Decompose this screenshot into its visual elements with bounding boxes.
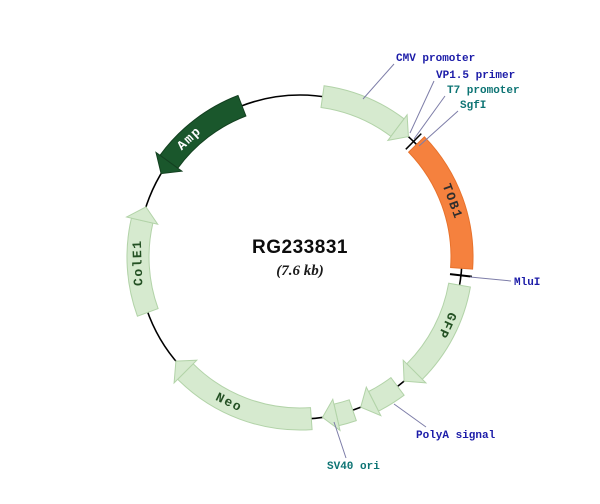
sgfi-site-tick (405, 133, 422, 150)
cmv-promoter-segment-arrowhead-icon (386, 113, 409, 142)
mlui-label: MluI (514, 277, 540, 289)
sgfi-label: SgfI (460, 100, 486, 112)
cole1-segment-label: ColE1 (130, 239, 147, 286)
plasmid-name: RG233831 (252, 237, 348, 258)
sv40-ori-segment-arrowhead-icon (321, 397, 341, 432)
t7-promoter-leader-line (413, 95, 446, 140)
neo-segment-arrowhead-icon (173, 359, 199, 385)
sv40-ori-label: SV40 ori (327, 461, 380, 473)
vp15-primer-label: VP1.5 primer (436, 70, 515, 82)
cmv-promoter-leader-line (362, 63, 395, 100)
sv40-ori-leader-line (333, 421, 347, 459)
mlui-site-tick (449, 273, 473, 278)
mlui-leader-line (469, 276, 512, 282)
amp-segment-arrowhead-icon (155, 151, 184, 175)
gfp-segment-arrowhead-icon (402, 358, 428, 384)
polya-signal-label: PolyA signal (416, 430, 496, 442)
neo-segment (176, 363, 313, 431)
cole1-segment-arrowhead-icon (125, 206, 159, 225)
amp-segment (159, 94, 247, 169)
polya-segment-arrowhead-icon (360, 385, 382, 417)
cmv-promoter-segment (320, 85, 405, 138)
plasmid-size-label: (7.6 kb) (276, 263, 324, 279)
t7-promoter-label: T7 promoter (447, 85, 520, 97)
vp15-primer-leader-line (409, 80, 435, 134)
tob1-orf-segment (407, 136, 474, 270)
sgfi-leader-line (418, 110, 459, 147)
polya-signal-leader-line (393, 403, 427, 428)
cmv-promoter-label: CMV promoter (396, 53, 475, 65)
